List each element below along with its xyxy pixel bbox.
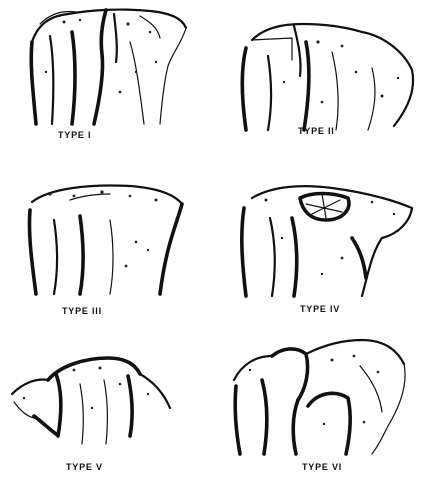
- panel-label-type-3: TYPE III: [62, 306, 102, 316]
- bone-illustration-type-2: [222, 12, 422, 137]
- bone-illustration-type-1: [10, 2, 210, 127]
- panel-type-2: TYPE II: [222, 12, 422, 162]
- panel-type-6: TYPE VI: [222, 336, 422, 477]
- panel-label-type-4: TYPE IV: [300, 304, 340, 314]
- bone-illustration-type-3: [10, 180, 210, 305]
- bone-illustration-type-4: [222, 178, 422, 303]
- panel-label-type-1: TYPE I: [58, 130, 91, 140]
- panel-type-3: TYPE III: [10, 180, 210, 330]
- panel-label-type-6: TYPE VI: [302, 462, 342, 472]
- panel-label-type-2: TYPE II: [298, 126, 335, 136]
- panel-label-type-5: TYPE V: [66, 462, 103, 472]
- bone-illustration-type-6: [222, 336, 422, 461]
- panel-type-5: TYPE V: [4, 338, 204, 477]
- panel-type-1: TYPE I: [10, 2, 210, 152]
- bone-illustration-type-5: [4, 338, 204, 463]
- panel-type-4: TYPE IV: [222, 178, 422, 328]
